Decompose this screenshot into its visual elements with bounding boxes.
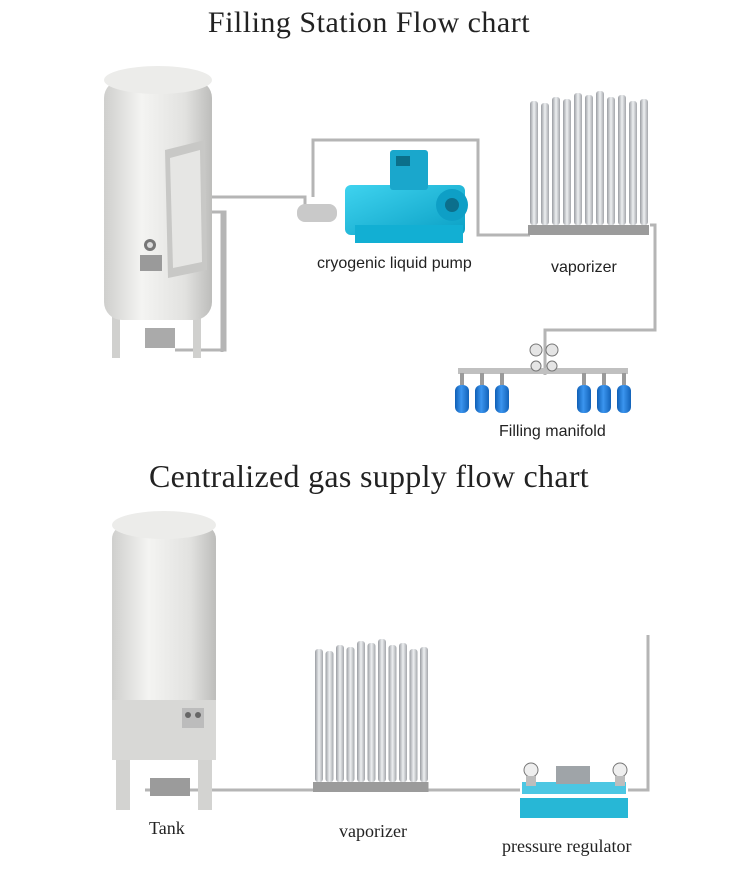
pressure-regulator — [520, 762, 628, 818]
gas-cylinder — [597, 385, 611, 413]
vaporizer-base — [313, 782, 429, 792]
label-cryogenic-liquid-pump: cryogenic liquid pump — [317, 255, 472, 272]
label-filling-manifold: Filling manifold — [499, 423, 606, 440]
cryogenic-liquid-pump — [297, 150, 468, 243]
vaporizer-fin — [399, 643, 407, 782]
vaporizer-top — [528, 91, 649, 235]
vaporizer-fin — [420, 647, 428, 782]
vaporizer-fin — [640, 99, 648, 225]
gas-cylinder — [495, 385, 509, 413]
filling-station-title: Filling Station Flow chart — [207, 6, 531, 39]
cylinder-valve — [480, 373, 484, 385]
vaporizer-fin — [574, 93, 582, 225]
vaporizer-fin — [388, 645, 397, 782]
storage-tank-top — [104, 66, 212, 358]
cylinder-valve — [500, 373, 504, 385]
gas-cylinder — [577, 385, 591, 413]
vaporizer-base — [528, 225, 649, 235]
vaporizer-fin — [629, 101, 637, 225]
vaporizer-fin — [552, 97, 560, 225]
vaporizer-fin — [618, 95, 626, 225]
vaporizer-fin — [409, 649, 418, 782]
gas-cylinder — [455, 385, 469, 413]
cylinder-valve — [460, 373, 464, 385]
label-pressure-regulator: pressure regulator — [502, 836, 632, 856]
cylinder-valve — [602, 373, 606, 385]
vaporizer-fin — [367, 643, 376, 782]
vaporizer-bottom — [313, 639, 429, 792]
label-vaporizer-top: vaporizer — [551, 259, 617, 276]
vaporizer-fin — [357, 641, 365, 782]
label-vaporizer-bottom: vaporizer — [339, 821, 407, 841]
vaporizer-fin — [596, 91, 604, 225]
vaporizer-fin — [346, 647, 355, 782]
filling-manifold — [455, 343, 631, 413]
gas-cylinder — [475, 385, 489, 413]
label-tank: Tank — [149, 818, 185, 838]
cylinder-valve — [582, 373, 586, 385]
vaporizer-fin — [585, 95, 593, 225]
vaporizer-fin — [530, 101, 538, 225]
vaporizer-fin — [607, 97, 615, 225]
vaporizer-fin — [563, 99, 571, 225]
cylinder-valve — [622, 373, 626, 385]
vaporizer-fin — [336, 645, 344, 782]
vaporizer-fin — [325, 651, 334, 782]
vaporizer-fin — [315, 649, 323, 782]
storage-tank-bottom — [112, 511, 216, 810]
gas-cylinder — [617, 385, 631, 413]
centralized-gas-supply-title: Centralized gas supply flow chart — [149, 458, 589, 494]
vaporizer-fin — [378, 639, 386, 782]
vaporizer-fin — [541, 103, 549, 225]
